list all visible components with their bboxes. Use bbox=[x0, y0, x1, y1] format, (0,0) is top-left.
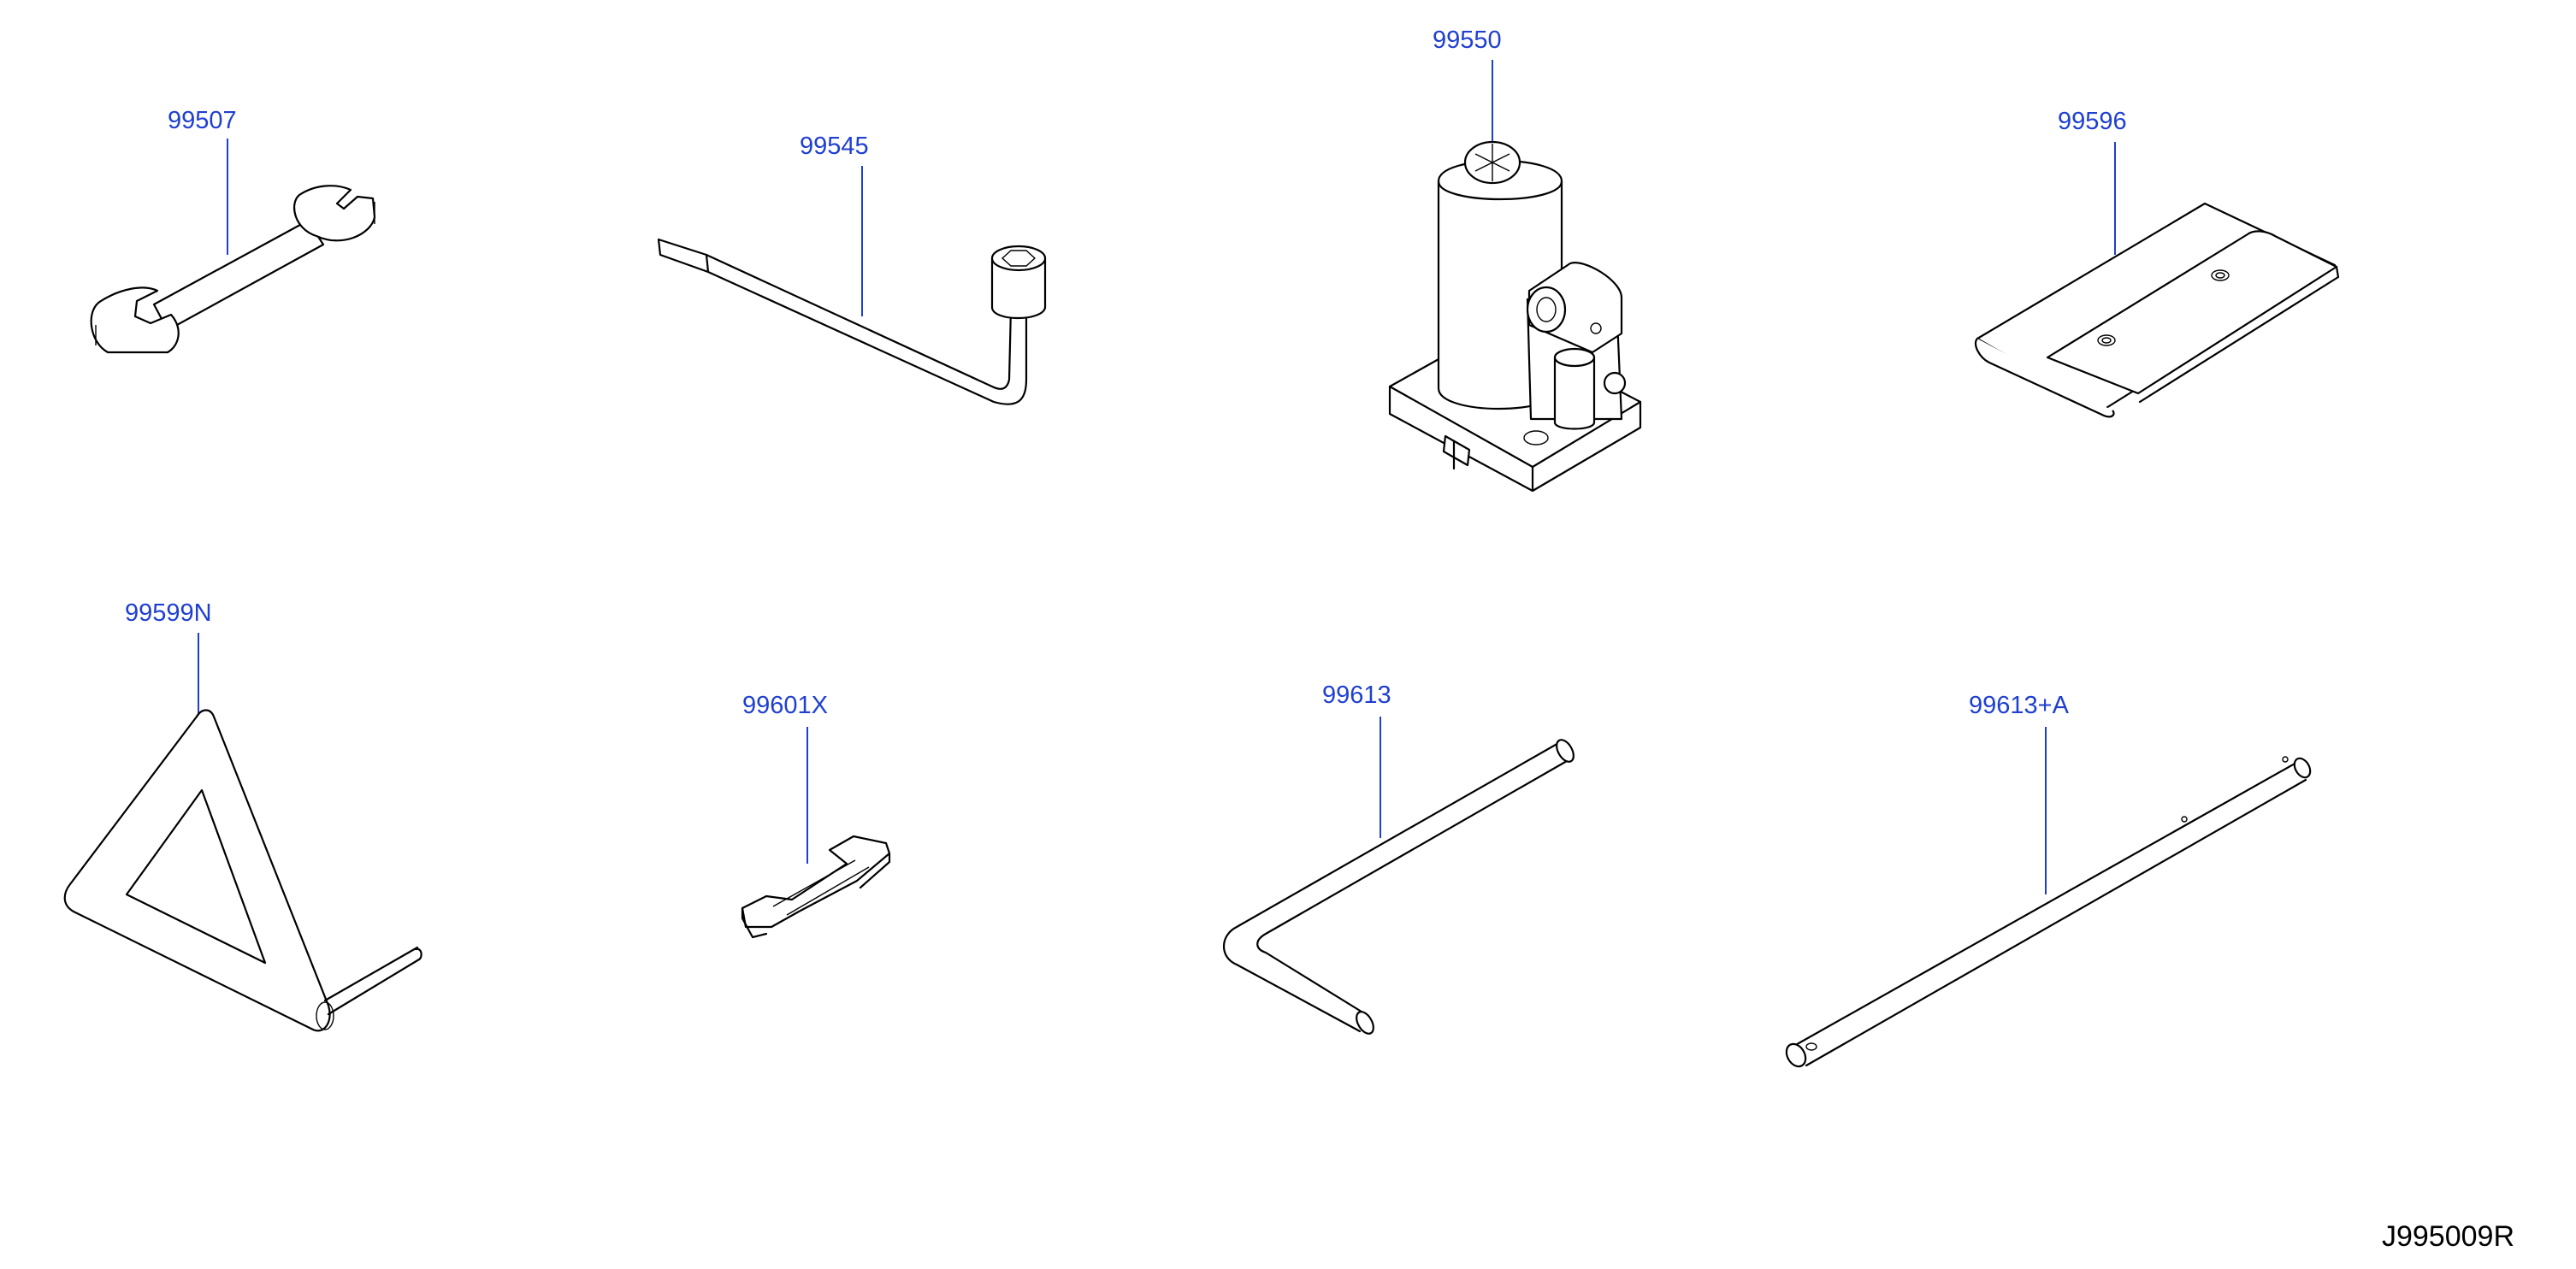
part-group-hook: 99601X bbox=[741, 692, 891, 939]
lug-wrench-icon[interactable] bbox=[657, 238, 1047, 405]
extension-bar-icon[interactable] bbox=[1782, 756, 2313, 1071]
diagram-code: J995009R bbox=[2381, 1220, 2514, 1253]
part-label-99507[interactable]: 99507 bbox=[168, 107, 237, 134]
warning-triangle-icon[interactable] bbox=[63, 709, 422, 1032]
part-group-warning-triangle: 99599N bbox=[63, 599, 422, 1032]
spanner-wrench-icon[interactable] bbox=[90, 185, 376, 354]
part-label-99550[interactable]: 99550 bbox=[1433, 27, 1502, 54]
part-group-tool-bag: 99596 bbox=[1974, 108, 2340, 418]
part-group-extension-bar: 99613+A bbox=[1782, 692, 2313, 1071]
tow-hook-icon[interactable] bbox=[741, 835, 891, 939]
part-group-handle: 99613 bbox=[1223, 682, 1577, 1036]
part-group-jack: 99550 bbox=[1388, 27, 1642, 493]
part-label-99613A[interactable]: 99613+A bbox=[1969, 692, 2070, 719]
part-group-wrench: 99507 bbox=[90, 107, 376, 354]
part-label-99599N[interactable]: 99599N bbox=[125, 599, 212, 627]
part-label-99545[interactable]: 99545 bbox=[800, 133, 869, 160]
part-label-99601X[interactable]: 99601X bbox=[742, 692, 828, 719]
bottle-jack-icon[interactable] bbox=[1388, 140, 1642, 493]
tool-bag-icon[interactable] bbox=[1974, 202, 2340, 418]
part-label-99613[interactable]: 99613 bbox=[1322, 682, 1391, 709]
part-label-99596[interactable]: 99596 bbox=[2058, 108, 2127, 135]
jack-handle-icon[interactable] bbox=[1223, 737, 1577, 1036]
part-group-wheel-wrench: 99545 bbox=[657, 133, 1047, 405]
